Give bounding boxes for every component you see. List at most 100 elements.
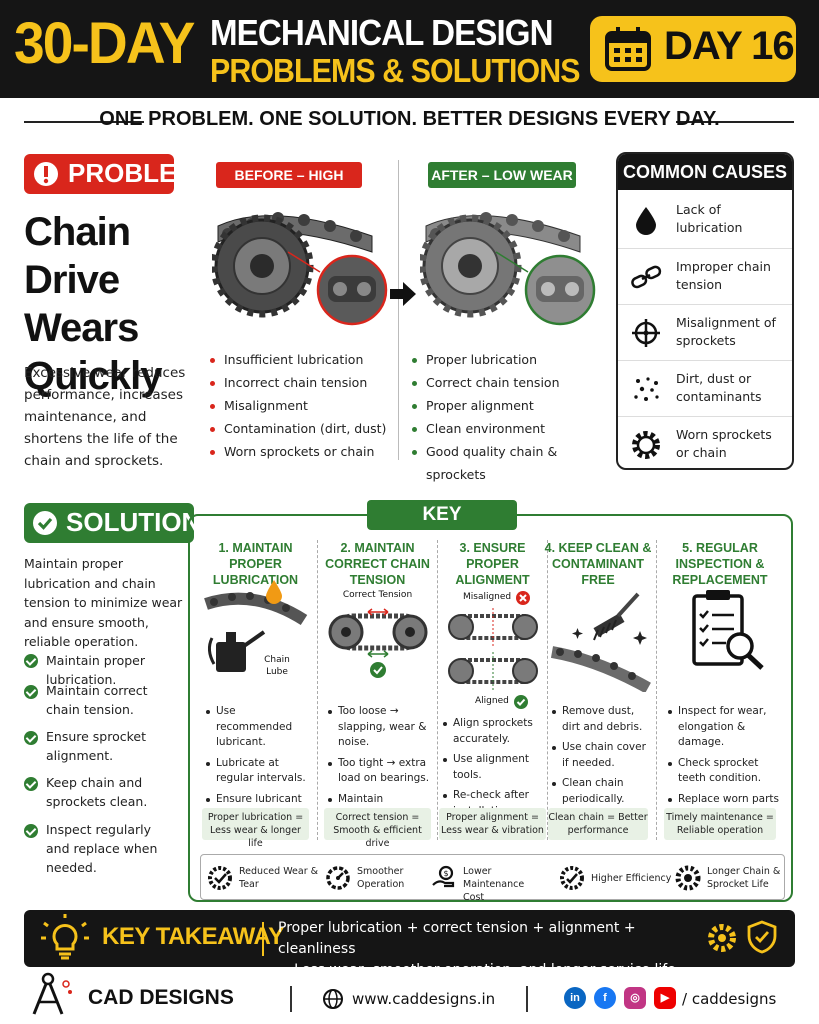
lightbulb-icon: [41, 914, 89, 960]
benefit-text: Smoother Operation: [357, 866, 405, 890]
art-label: Misaligned: [463, 592, 512, 602]
benefit-item: Reduced Wear & Tear: [207, 855, 319, 901]
common-causes-panel: COMMON CAUSES Lack of lubrication Improp…: [616, 152, 794, 470]
column-divider: [398, 160, 399, 460]
divider: [262, 922, 264, 956]
cause-item: Dirt, dust or contaminants: [618, 360, 792, 416]
tagline: ONE PROBLEM. ONE SOLUTION. BETTER DESIGN…: [99, 108, 720, 130]
instagram-icon[interactable]: ◎: [624, 987, 646, 1009]
after-item: Correct chain tension: [412, 371, 602, 394]
takeaway-label: KEY TAKEAWAY: [102, 923, 284, 950]
result-box: Timely maintenance = Reliable operation: [664, 808, 776, 840]
causes-title: COMMON CAUSES: [618, 154, 792, 190]
solution-item: Use alignment tools.: [443, 752, 547, 783]
after-tag: AFTER – LOW WEAR: [428, 162, 576, 188]
benefit-item: Smoother Operation: [325, 855, 429, 901]
key-solutions-title: KEY SOLUTIONS: [367, 500, 517, 555]
cause-item: Improper chain tension: [618, 248, 792, 304]
column-title: 4. KEEP CLEAN & CONTAMINANT FREE: [544, 541, 652, 587]
before-item: Incorrect chain tension: [210, 371, 390, 394]
shield-check-icon: [747, 920, 777, 954]
youtube-icon[interactable]: ▶: [654, 987, 676, 1009]
solution-item: Lubricate at regular intervals.: [206, 756, 314, 787]
benefit-item: Higher Efficiency: [559, 855, 671, 901]
check-icon: [514, 695, 528, 709]
cause-item: Worn sprockets or chain: [618, 416, 792, 468]
before-tag: BEFORE – HIGH WEAR: [216, 162, 362, 209]
solution-item: Check sprocket teeth condition.: [668, 756, 784, 787]
before-item: Contamination (dirt, dust): [210, 417, 390, 440]
problem-title: Chain Drive Wears Quickly: [24, 210, 163, 398]
before-item: Worn sprockets or chain: [210, 440, 390, 463]
benefit-text: Longer Chain & Sprocket Life: [707, 866, 781, 890]
dust-icon: [634, 377, 659, 401]
benefit-item: $ Lower Maintenance Cost: [431, 855, 551, 903]
column-title: 1. MAINTAIN PROPER LUBRICATION: [212, 541, 299, 587]
after-item: Clean environment: [412, 417, 602, 440]
cause-text: Misalignment of sprockets: [676, 315, 776, 348]
cause-text: Improper chain tension: [676, 259, 771, 292]
tension-illustration: [328, 608, 428, 678]
solution-check: Inspect regularly and replace when neede…: [46, 822, 158, 875]
after-item: Good quality chain & sprockets: [412, 440, 602, 486]
result-box: Clean chain = Better performance: [548, 808, 648, 840]
oil-drop-icon: [636, 207, 656, 235]
before-item: Insufficient lubrication: [210, 348, 390, 371]
brush-chain-illustration: [550, 592, 651, 692]
clipboard-icon: [692, 590, 764, 670]
column-divider: [317, 540, 318, 840]
after-item: Proper alignment: [412, 394, 602, 417]
divider: [24, 121, 144, 123]
result-box: Proper alignment = Less wear & vibration: [439, 808, 546, 840]
alignment-illustration: [448, 608, 538, 692]
brand-name: CAD DESIGNS: [88, 986, 234, 1009]
crosshair-icon: [632, 319, 660, 347]
result-box: Correct tension = Smooth & efficient dri…: [324, 808, 431, 849]
art-label: Correct Tension: [342, 590, 413, 600]
solution-check: Maintain proper lubrication.: [46, 653, 145, 687]
cause-item: Lack of lubrication: [618, 192, 792, 248]
solution-item: Remove dust, dirt and debris.: [552, 704, 652, 735]
benefit-text: Higher Efficiency: [591, 873, 672, 884]
after-item: Proper lubrication: [412, 348, 602, 371]
cause-text: Lack of lubrication: [676, 202, 743, 235]
check-circle-icon: [33, 511, 57, 535]
check-icon: [24, 654, 38, 668]
social-handle[interactable]: / caddesigns: [682, 990, 777, 1008]
arrow-right-icon: [390, 282, 416, 306]
solution-label: SOLUTION: [66, 507, 201, 537]
column-title: 5. REGULAR INSPECTION & REPLACEMENT: [672, 541, 768, 587]
cost-icon: $: [432, 865, 455, 888]
linkedin-icon[interactable]: in: [564, 987, 586, 1009]
column-divider: [547, 540, 548, 840]
solution-item: Too tight → extra load on bearings.: [328, 756, 434, 787]
website-link[interactable]: www.caddesigns.in: [352, 990, 496, 1008]
divider: [290, 986, 292, 1012]
solution-item: Align sprockets accurately.: [443, 716, 547, 747]
problem-label: PROBLEM: [68, 158, 198, 188]
reduced-wear-icon: [208, 866, 232, 890]
column-title: 3. ENSURE PROPER ALIGNMENT: [455, 541, 530, 587]
check-icon: [24, 685, 38, 699]
facebook-icon[interactable]: f: [594, 987, 616, 1009]
svg-text:$: $: [444, 869, 449, 878]
calendar-icon: [605, 27, 651, 71]
globe-icon: [323, 989, 343, 1009]
divider: [526, 986, 528, 1012]
art-label: Chain Lube: [264, 655, 290, 677]
gear-icon: [675, 865, 701, 891]
after-list: Proper lubrication Correct chain tension…: [412, 348, 602, 486]
solution-item: Too loose → slapping, wear & noise.: [328, 704, 434, 751]
solution-item: Inspect for wear, elongation & damage.: [668, 704, 784, 751]
takeaway-line1: Proper lubrication + correct tension + a…: [278, 920, 636, 957]
column-divider: [656, 540, 657, 840]
solution-check: Keep chain and sprockets clean.: [46, 775, 148, 809]
cross-icon: [516, 591, 530, 605]
solution-check: Maintain correct chain tension.: [46, 683, 148, 717]
solution-description: Maintain proper lubrication and chain te…: [24, 556, 183, 649]
solution-item: Clean chain periodically.: [552, 776, 652, 807]
benefit-text: Reduced Wear & Tear: [239, 866, 319, 890]
header-title-line2: PROBLEMS & SOLUTIONS: [210, 52, 580, 89]
result-box: Proper lubrication = Less wear & longer …: [202, 808, 309, 849]
alert-icon: [34, 162, 58, 186]
